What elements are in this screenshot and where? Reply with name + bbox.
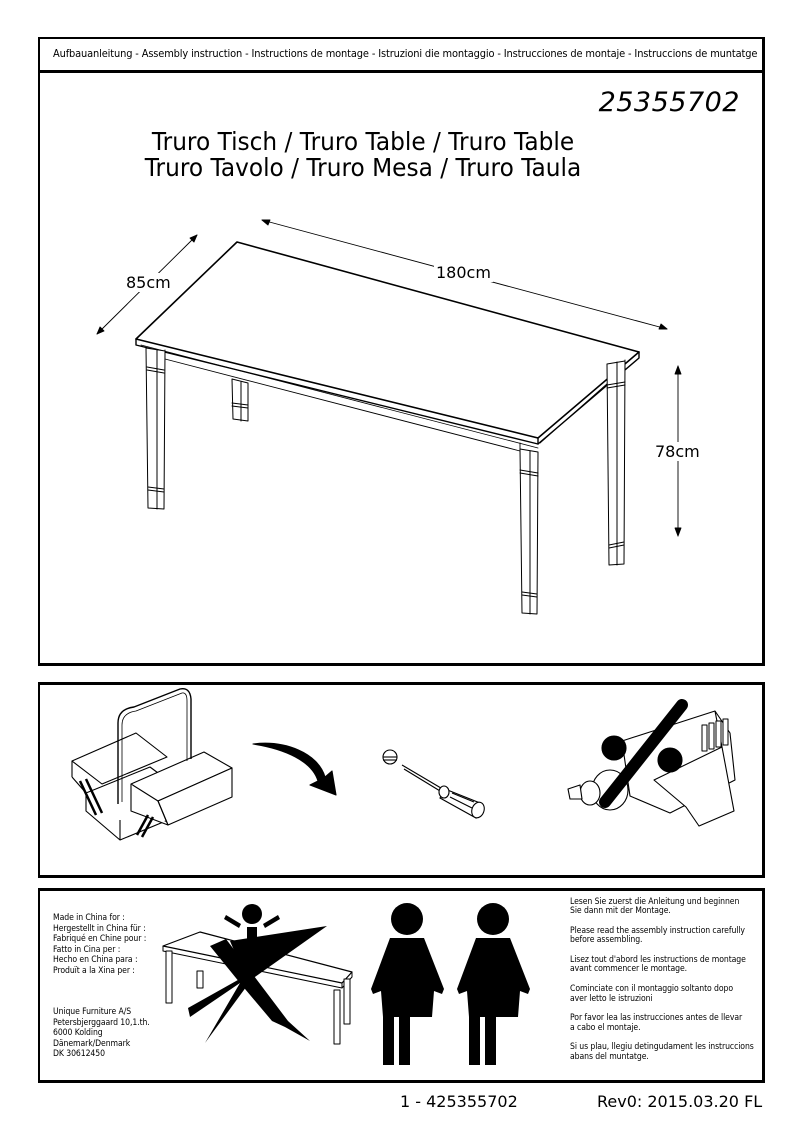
address-line: Petersbjerggaard 10,1.th. [53,1017,150,1028]
note-french: Lisez tout d'abord les instructions de m… [570,955,746,975]
power-drill-prohibited-icon [567,699,736,827]
company-address: Unique Furniture A/S Petersbjerggaard 10… [53,1007,150,1060]
made-in-line: Produït a la Xina per : [53,965,135,976]
address-line: DK 30612450 [53,1049,105,1059]
made-in-line: Hecho en China para : [53,955,138,965]
product-title-line-1: Truro Tisch / Truro Table / Truro Table [151,127,575,156]
two-persons-icon [371,903,530,1065]
header-title: Aufbauanleitung - Assembly instruction -… [53,48,758,60]
toolbox-icon [71,688,337,841]
table-drawing [96,219,682,615]
table-legs [145,347,626,615]
info-panel: Made in China for : Hergestellt in China… [38,888,765,1083]
note-english: Please read the assembly instruction car… [570,926,745,946]
made-in-line: Fabriqué en Chine pour : [53,934,147,944]
article-number: 25355702 [598,87,740,118]
width-dimension-label: 85cm [124,273,173,292]
made-in-line: Made in China for : [53,913,125,923]
made-in-line: Fatto in Cina per : [53,944,121,955]
header-strip: Aufbauanleitung - Assembly instruction -… [40,39,762,73]
length-dimension-label: 180cm [434,263,493,282]
height-dimension-label: 78cm [653,442,702,461]
revision-info: Rev0: 2015.03.20 FL [597,1092,763,1111]
note-spanish: Por favor lea las instrucciones antes de… [570,1013,743,1033]
note-german: Lesen Sie zuerst die Anleitung und begin… [570,897,740,917]
page-code: 1 - 425355702 [400,1092,518,1111]
address-line: 6000 Kolding [53,1028,103,1038]
note-italian: Cominciate con il montaggio soltanto dop… [570,984,733,1004]
note-catalan: Si us plau, llegiu detingudament les ins… [570,1042,754,1062]
made-in-line: Hergestellt in China für : [53,923,146,934]
tools-panel [38,682,765,878]
product-title-line-2: Truro Tavolo / Truro Mesa / Truro Taula [144,153,582,182]
no-standing-on-table-icon [162,904,353,1045]
made-in-china-block: Made in China for : Hergestellt in China… [53,913,146,976]
flathead-screwdriver-icon [382,749,485,819]
address-line: Dänemark/Denmark [53,1038,131,1049]
read-instructions-notes: Lesen Sie zuerst die Anleitung und begin… [570,897,754,1073]
table-top [135,241,640,449]
product-overview-panel: Aufbauanleitung - Assembly instruction -… [38,37,765,666]
address-line: Unique Furniture A/S [53,1007,132,1017]
